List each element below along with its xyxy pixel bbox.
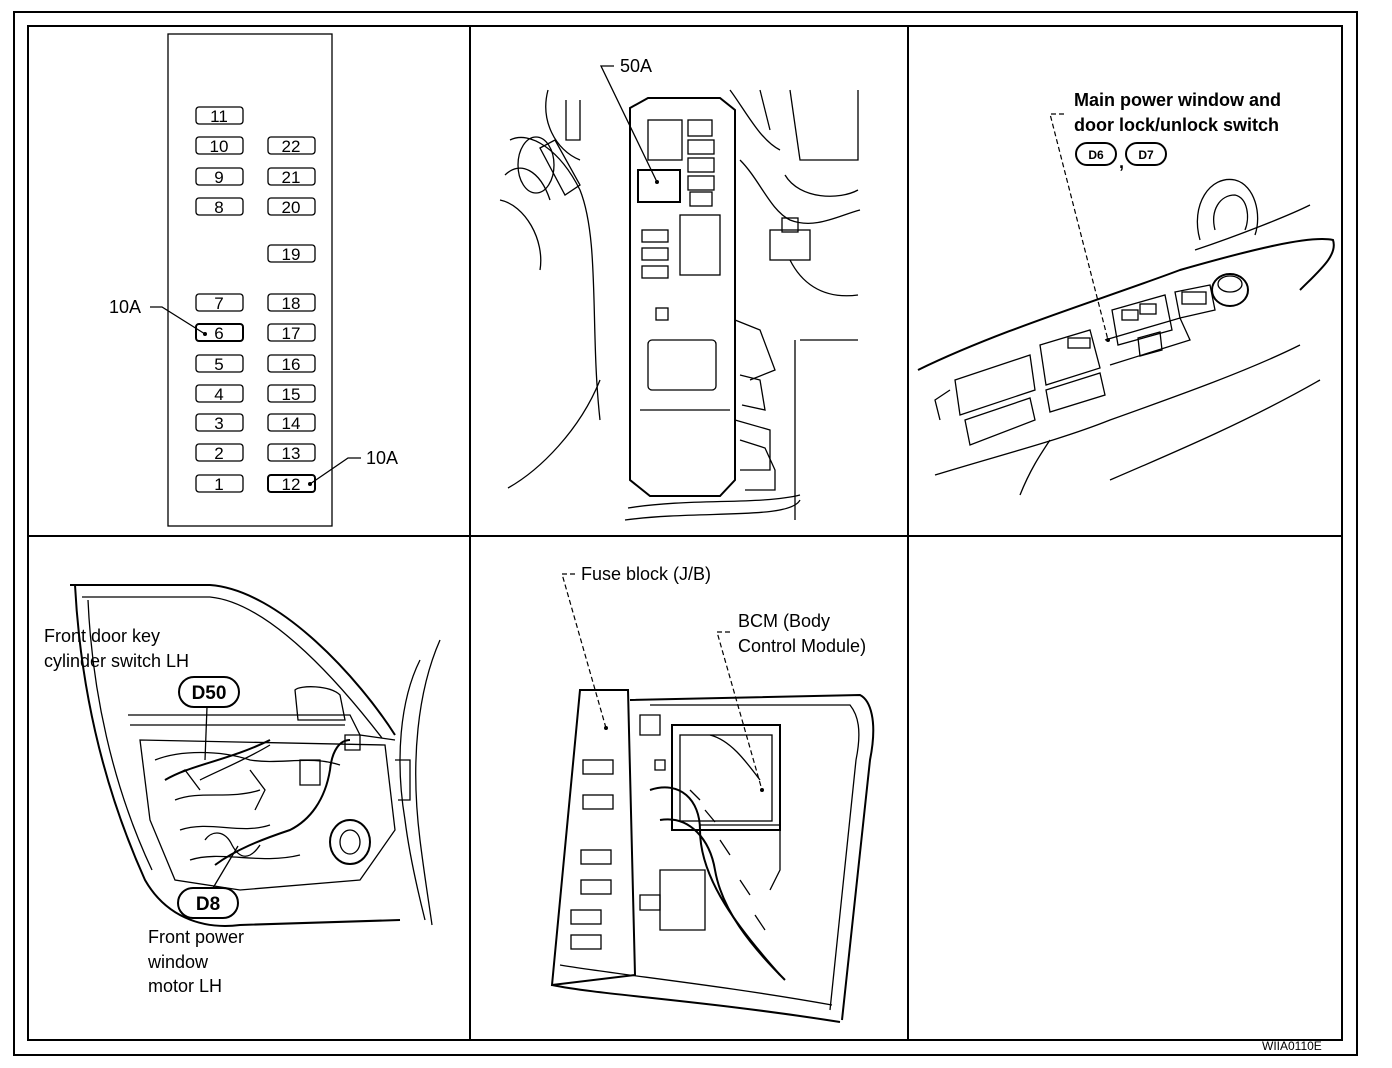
fuse-label: 13 [282,444,301,463]
switch-leader-line [1049,113,1109,341]
fuse-label: 1 [214,475,223,494]
fuse-label: 20 [282,198,301,217]
bcm-leader-line [716,631,763,791]
fuse-12-leader-line [309,457,361,485]
junction-block-illustration [550,689,875,1023]
fuse-block-jb-leader-dot [604,726,608,730]
fuse-label: 9 [214,168,223,187]
fuse-label: 12 [282,475,301,494]
key-switch-label-line2: cylinder switch LH [44,651,189,671]
fuse-3: 3 [195,413,244,433]
fuse-label: 7 [214,294,223,313]
motor-label-line3: motor LH [148,976,222,996]
fuse-10: 10 [195,136,244,156]
fuse-8: 8 [195,197,244,217]
connector-d50-badge [178,676,240,708]
motor-label-line2: window [147,952,209,972]
fuse-6-leader-line [150,306,206,335]
fuse-column-right: 22 21 20 19 18 17 16 15 14 13 12 [267,136,316,494]
connector-d6-badge [1075,142,1117,166]
figure-code: WIIA0110E [1262,1039,1322,1053]
switch-label-line2: door lock/unlock switch [1074,115,1279,135]
connector-separator: , [1119,152,1124,172]
fuse-label: 8 [214,198,223,217]
fuse-label: 2 [214,444,223,463]
fusible-link-panel: 50A [499,56,861,521]
fuse-label: 22 [282,137,301,156]
fuse-18: 18 [267,293,316,313]
fuse-22: 22 [267,136,316,156]
fuse-20: 20 [267,197,316,217]
fuse-14: 14 [267,413,316,433]
power-window-switch-panel: Main power window and door lock/unlock s… [917,90,1335,496]
fuse-label: 5 [214,355,223,374]
fuse-5: 5 [195,354,244,374]
fuse-15: 15 [267,384,316,404]
fuse-column-left: 11 10 9 8 7 6 5 4 3 2 1 [195,106,244,494]
fuse-21: 21 [267,167,316,187]
switch-label-line1: Main power window and [1074,90,1281,110]
fuse-label: 14 [282,414,301,433]
relay-box-illustration [499,89,861,521]
fuse-17: 17 [267,323,316,343]
connector-d7-label: D7 [1138,148,1154,162]
front-door-panel: Front door key cylinder switch LH D50 D8… [44,584,441,996]
fuse-7: 7 [195,293,244,313]
grid-frame [27,25,1343,1041]
fuse-13: 13 [267,443,316,463]
connector-d50-leader [204,706,208,761]
bcm-label-line2: Control Module) [738,636,866,656]
key-switch-label-line1: Front door key [44,626,160,646]
door-illustration [70,584,441,927]
fuse-4: 4 [195,384,244,404]
fuse-6: 6 [195,323,244,343]
fuse-label: 6 [214,324,223,343]
fuse-label: 21 [282,168,301,187]
fuse-6-rating-label: 10A [109,297,141,317]
fuse-label: 10 [210,137,229,156]
fuse-1: 1 [195,474,244,494]
junction-block-panel: Fuse block (J/B) BCM (Body Control Modul… [550,564,875,1023]
fuse-block-outline [167,33,333,527]
connector-d7-badge [1125,142,1167,166]
connector-d50-label: D50 [192,683,227,704]
fuse-12-rating-label: 10A [366,448,398,468]
fuse-9: 9 [195,167,244,187]
fuse-block-panel: 11 10 9 8 7 6 5 4 3 2 1 22 21 20 19 18 1… [109,33,398,527]
fuse-block-jb-label: Fuse block (J/B) [581,564,711,584]
fuse-block-jb-leader [561,573,607,729]
fuse-label: 11 [210,107,228,126]
fuse-label: 18 [282,294,301,313]
door-armrest-illustration [917,178,1335,496]
fusible-link-leader-line [599,65,658,183]
fuse-label: 15 [282,385,301,404]
fuse-label: 16 [282,355,301,374]
outer-frame [13,11,1358,1056]
bcm-label-line1: BCM (Body [738,611,830,631]
fusible-link-leader-dot [655,180,659,184]
fuse-label: 17 [282,324,301,343]
bcm-leader-dot [760,788,764,792]
connector-d8-label: D8 [196,894,220,915]
fuse-6-leader-dot [203,332,207,336]
fuse-label: 3 [214,414,223,433]
fuse-12: 12 [267,474,316,494]
motor-label-line1: Front power [148,927,244,947]
fuse-label: 19 [282,245,301,264]
fuse-2: 2 [195,443,244,463]
fuse-19: 19 [267,244,316,264]
fuse-11: 11 [195,106,244,126]
fusible-link-rating-label: 50A [620,56,652,76]
connector-d6-label: D6 [1088,148,1104,162]
fuse-label: 4 [214,385,223,404]
fuse-12-leader-dot [308,482,312,486]
fuse-16: 16 [267,354,316,374]
connector-d8-badge [177,887,239,919]
